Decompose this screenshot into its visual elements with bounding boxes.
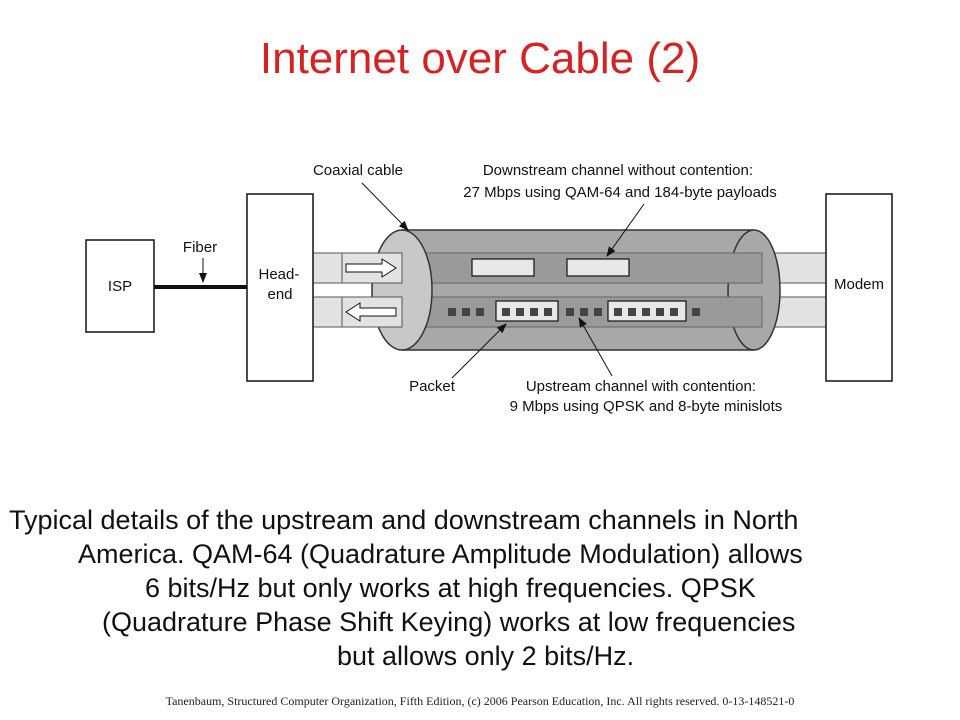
packet-pointer	[451, 323, 507, 379]
packet-label: Packet	[409, 378, 456, 395]
upstream-minislots	[448, 300, 700, 322]
modem-label: Modem	[834, 276, 884, 293]
coax-pointer	[361, 182, 409, 231]
caption-line-1: Typical details of the upstream and down…	[9, 505, 799, 535]
slide-footer: Tanenbaum, Structured Computer Organizat…	[165, 694, 795, 708]
headend-label: Head- end	[258, 266, 303, 303]
downstream-pointer	[606, 203, 645, 257]
caption-line-4: (Quadrature Phase Shift Keying) works at…	[102, 607, 796, 637]
headend-label-line1: Head-	[258, 266, 299, 283]
modem-box	[825, 193, 893, 382]
cable-right-end	[727, 229, 781, 351]
isp-label: ISP	[108, 278, 132, 295]
upstream-label-line2: 9 Mbps using QPSK and 8-byte minislots	[510, 398, 783, 415]
caption-line-3: 6 bits/Hz but only works at high frequen…	[145, 573, 756, 603]
upstream-label-line1: Upstream channel with contention:	[526, 378, 756, 395]
downstream-packet-2	[566, 258, 630, 277]
caption-line-5: but allows only 2 bits/Hz.	[337, 641, 635, 671]
upstream-pointer	[578, 317, 613, 377]
cable-body	[402, 230, 754, 350]
cable-left-end	[371, 229, 433, 351]
downstream-direction-arrow	[345, 258, 397, 278]
cable-network-diagram: ISP Fiber Head- end Modem	[85, 162, 893, 415]
upstream-packet-1	[495, 300, 559, 322]
downstream-label-line2: 27 Mbps using QAM-64 and 184-byte payloa…	[463, 184, 777, 201]
slide-caption: Typical details of the upstream and down…	[0, 503, 960, 673]
isp-box	[85, 239, 155, 333]
downstream-label-line1: Downstream channel without contention:	[483, 162, 753, 179]
coax-label: Coaxial cable	[313, 162, 403, 179]
upstream-label: Upstream channel with contention: 9 Mbps…	[510, 378, 783, 415]
headend-label-line2: end	[267, 286, 292, 303]
downstream-packet-1	[471, 258, 535, 277]
headend-box	[246, 193, 314, 382]
fiber-label: Fiber	[183, 239, 217, 256]
caption-line-2: America. QAM-64 (Quadrature Amplitude Mo…	[78, 539, 803, 569]
downstream-label: Downstream channel without contention: 2…	[463, 162, 777, 201]
upstream-direction-arrow	[345, 302, 397, 322]
slide-title: Internet over Cable (2)	[259, 34, 701, 83]
